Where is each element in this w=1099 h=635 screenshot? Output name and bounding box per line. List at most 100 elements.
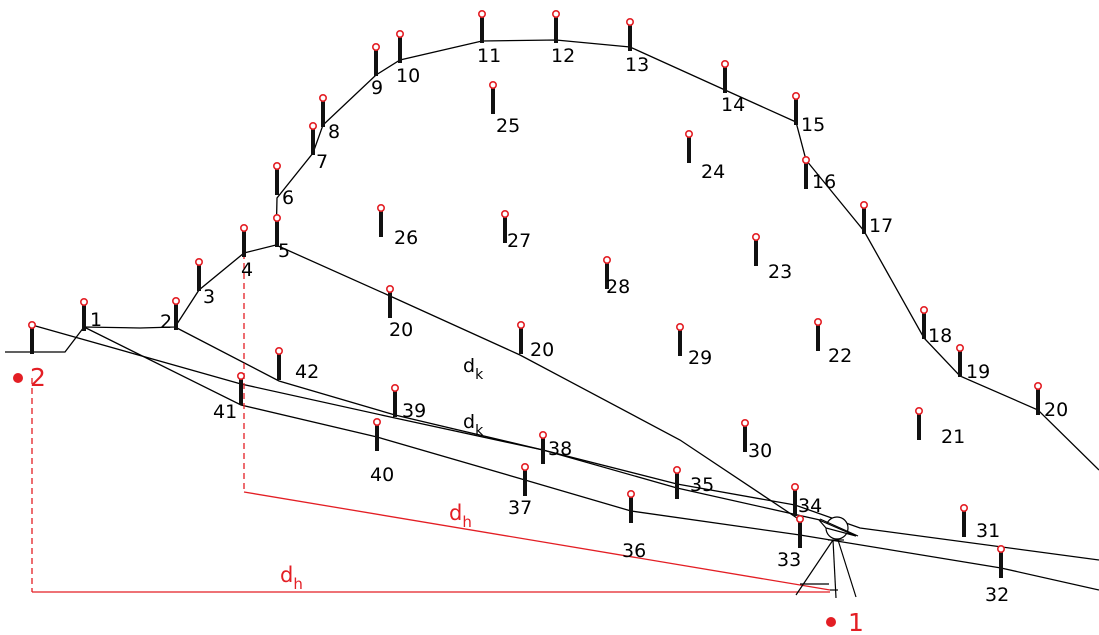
survey-pole-icon xyxy=(740,418,749,452)
survey-pole-icon xyxy=(859,201,868,234)
point-label-34: 34 xyxy=(798,495,822,517)
survey-pole-icon xyxy=(801,156,810,189)
survey-pole-icon xyxy=(813,317,822,351)
point-label-25: 25 xyxy=(496,115,520,137)
survey-pole-icon xyxy=(237,371,246,405)
dk-label-upper: dk xyxy=(463,355,484,383)
station-marker-icon xyxy=(13,373,23,383)
survey-pole-icon xyxy=(172,296,181,330)
point-label-3: 3 xyxy=(203,286,215,308)
survey-pole-icon xyxy=(672,465,681,499)
slope-line-upper xyxy=(275,244,801,521)
point-label-20-mid: 20 xyxy=(389,319,413,341)
dh-label-diagonal: dh xyxy=(449,501,472,531)
survey-pole-icon xyxy=(538,430,547,464)
survey-pole-icon xyxy=(791,92,800,125)
survey-pole-icon xyxy=(955,343,964,377)
point-label-22: 22 xyxy=(828,345,852,367)
station-markers: 2 1 xyxy=(13,363,864,635)
point-label-20-edge: 20 xyxy=(1044,399,1068,421)
point-label-36: 36 xyxy=(622,540,646,562)
station-label-1: 1 xyxy=(848,608,864,635)
survey-pole-icon xyxy=(551,10,560,43)
survey-pole-icon xyxy=(500,210,509,243)
point-label-33: 33 xyxy=(777,549,801,571)
point-label-38: 38 xyxy=(548,438,572,460)
station-label-2: 2 xyxy=(30,363,46,392)
point-label-30: 30 xyxy=(748,440,772,462)
survey-pole-icon xyxy=(959,503,968,537)
point-label-11: 11 xyxy=(477,45,501,67)
point-label-40: 40 xyxy=(370,464,394,486)
top-breakline xyxy=(5,39,1099,471)
point-label-32: 32 xyxy=(985,584,1009,606)
survey-pole-icon xyxy=(626,489,635,523)
survey-pole-icon xyxy=(790,482,799,516)
point-label-18: 18 xyxy=(928,325,952,347)
survey-pole-icon xyxy=(240,224,249,257)
survey-pole-icon xyxy=(477,10,486,43)
survey-pole-icon xyxy=(919,305,928,339)
point-label-19: 19 xyxy=(966,361,990,383)
point-label-2: 2 xyxy=(160,311,172,333)
dk-label-lower: dk xyxy=(463,411,484,439)
slope-line-39 xyxy=(31,324,821,521)
point-label-42: 42 xyxy=(295,361,319,383)
survey-pole-icon xyxy=(602,255,611,289)
point-label-23: 23 xyxy=(768,261,792,283)
point-label-29: 29 xyxy=(688,347,712,369)
point-label-6: 6 xyxy=(282,187,294,209)
survey-pole-icon xyxy=(80,297,89,331)
point-label-14: 14 xyxy=(721,94,745,116)
survey-pole-icon xyxy=(195,257,204,291)
survey-pole-icon xyxy=(371,42,380,76)
point-label-20-center: 20 xyxy=(530,339,554,361)
total-station-surveyor-icon xyxy=(795,516,859,599)
dh-line-4 xyxy=(243,491,831,591)
point-label-26: 26 xyxy=(394,227,418,249)
measurement-labels: dk dk dh dh xyxy=(280,355,484,593)
survey-pole-icon xyxy=(390,383,399,417)
survey-pole-icon xyxy=(996,544,1005,578)
point-label-17: 17 xyxy=(869,215,893,237)
point-labels: 1 2 3 4 5 6 7 8 9 10 11 12 13 14 15 16 1… xyxy=(90,45,1068,606)
survey-pole-icon xyxy=(1034,381,1043,415)
point-label-12: 12 xyxy=(551,45,575,67)
point-label-15: 15 xyxy=(801,114,825,136)
point-label-31: 31 xyxy=(976,520,1000,542)
survey-pole-icon xyxy=(520,462,529,496)
point-label-5: 5 xyxy=(278,240,290,262)
point-label-4: 4 xyxy=(241,259,253,281)
point-label-9: 9 xyxy=(371,77,383,99)
point-label-21: 21 xyxy=(941,426,965,448)
slope-line-42 xyxy=(174,326,1099,561)
survey-pole-icon xyxy=(272,162,281,195)
survey-pole-icon xyxy=(914,406,923,440)
survey-pole-icon xyxy=(385,284,394,318)
terrain-lines xyxy=(5,39,1099,591)
survey-pole-icon xyxy=(675,322,684,356)
survey-pole-icon xyxy=(395,29,404,63)
point-label-37: 37 xyxy=(508,497,532,519)
point-label-10: 10 xyxy=(396,65,420,87)
point-label-27: 27 xyxy=(507,230,531,252)
point-label-8: 8 xyxy=(328,121,340,143)
station-marker-icon xyxy=(826,617,836,627)
survey-pole-icon xyxy=(376,204,385,237)
survey-pole-icon xyxy=(308,122,317,155)
point-label-39: 39 xyxy=(402,400,426,422)
survey-pole-icon xyxy=(274,346,283,380)
slope-line-lower xyxy=(83,326,1099,591)
point-label-1: 1 xyxy=(90,309,102,331)
survey-pole-icon xyxy=(372,417,381,451)
point-label-28: 28 xyxy=(606,276,630,298)
survey-poles xyxy=(27,10,1043,578)
survey-pole-icon xyxy=(516,320,525,354)
measurement-lines xyxy=(31,253,831,593)
point-label-35: 35 xyxy=(690,474,714,496)
survey-pole-icon xyxy=(27,320,36,354)
survey-pole-icon xyxy=(720,59,729,93)
point-label-24: 24 xyxy=(701,161,725,183)
